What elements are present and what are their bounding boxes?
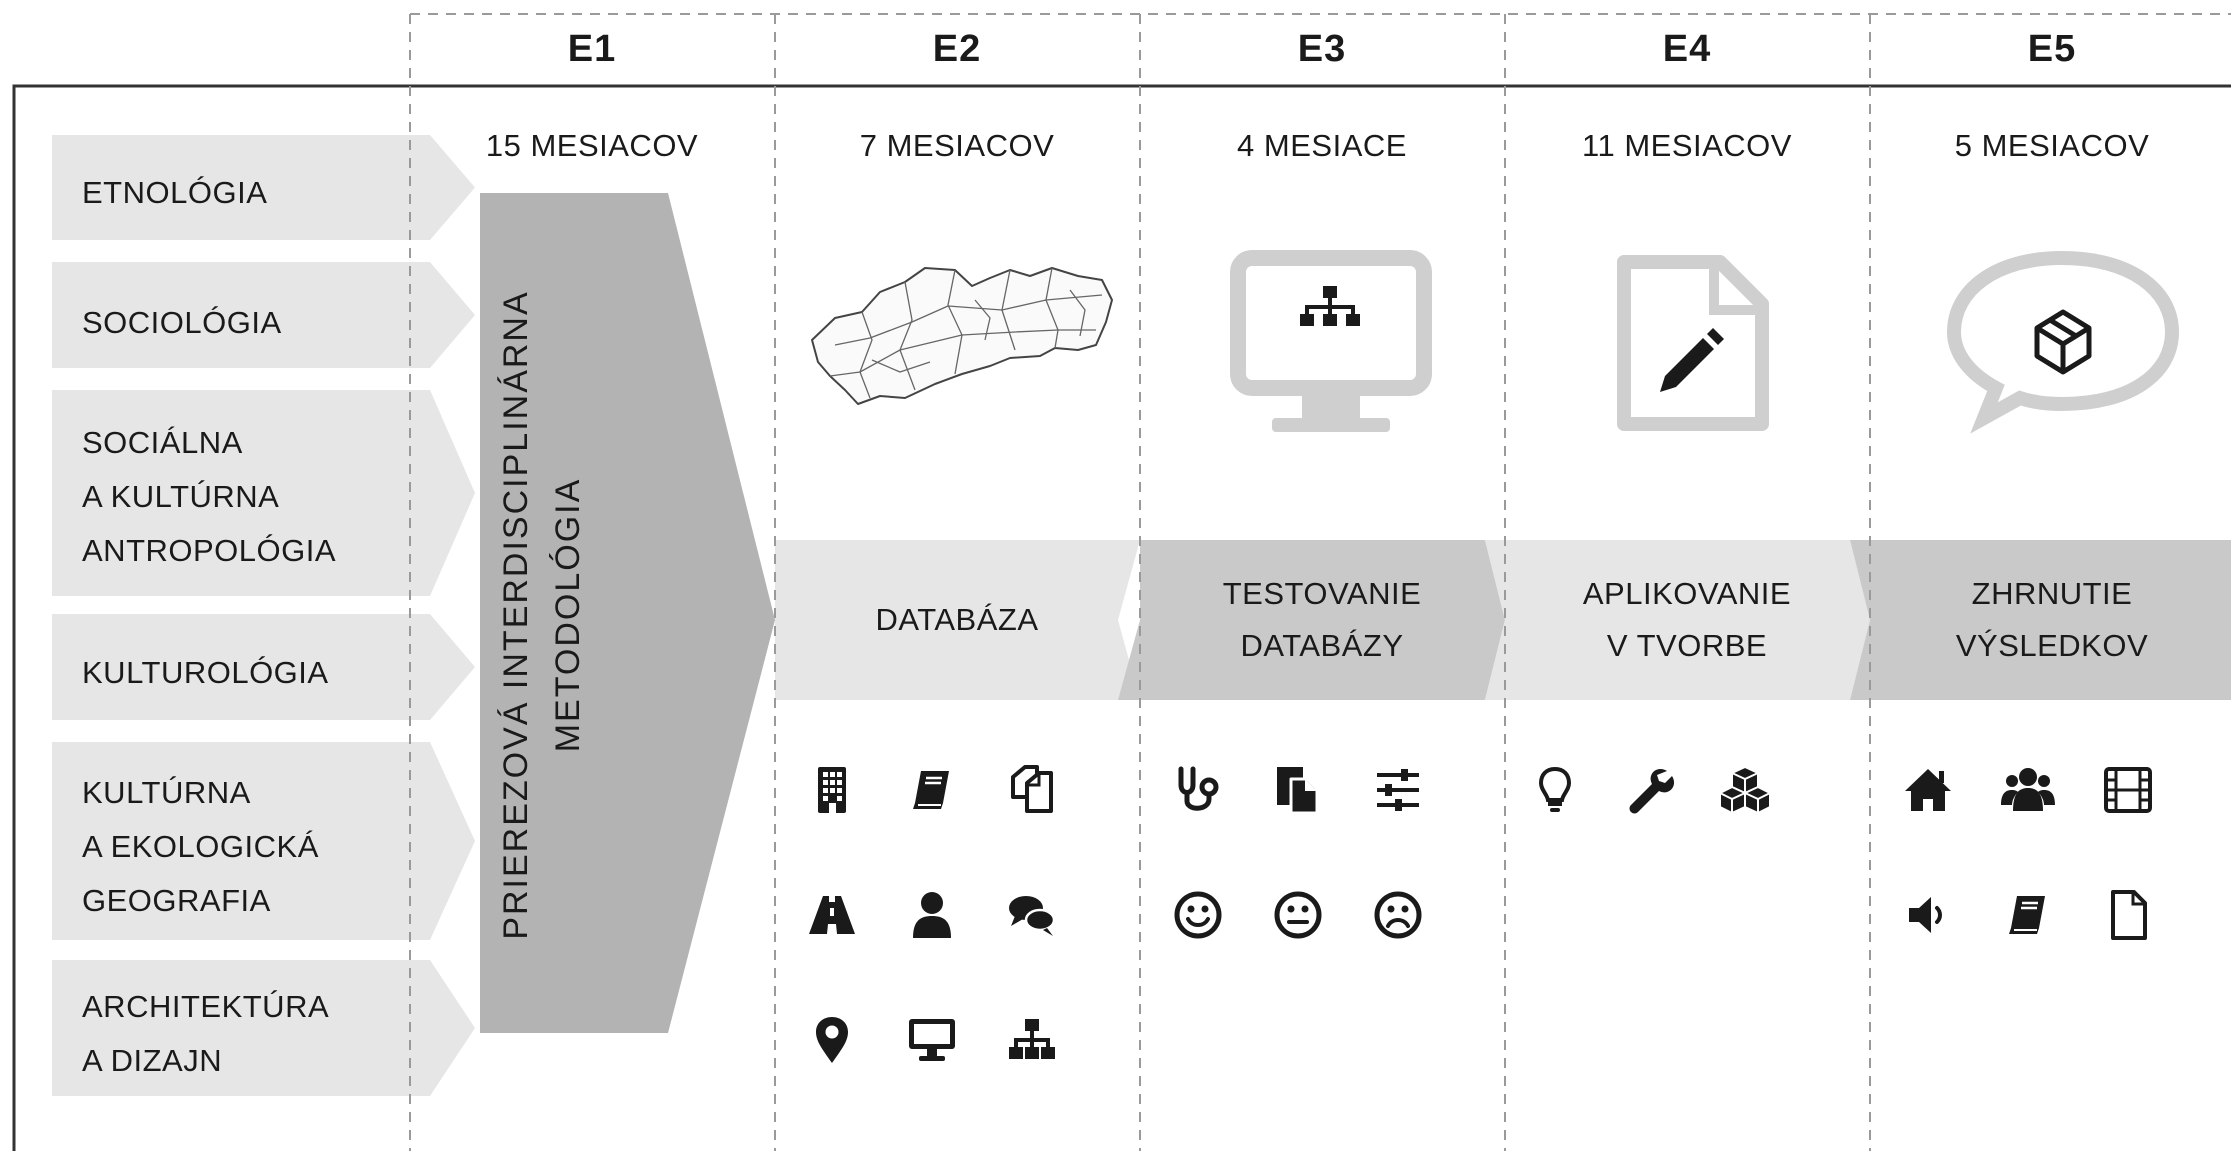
file-icon [2101, 888, 2155, 942]
phase-header-e4: E4 [1662, 28, 1712, 70]
home-icon [1901, 763, 1955, 817]
book-icon [905, 763, 959, 817]
document-pencil-graphic [1617, 255, 1769, 431]
discipline-arrow-2 [52, 390, 475, 596]
discipline-architecture-design: ARCHITEKTÚRA A DIZAJN [52, 980, 472, 1088]
film-icon [2101, 763, 2155, 817]
discipline-sociology: SOCIOLÓGIA [52, 296, 472, 350]
band-label-e4: APLIKOVANIE V TVORBE [1582, 576, 1792, 663]
discipline-arrow-0 [52, 135, 475, 240]
discipline-line: GEOGRAFIA [82, 883, 271, 918]
discipline-arrow-5 [52, 960, 475, 1096]
methodology-arrow [480, 193, 775, 1033]
users-icon [2001, 763, 2055, 817]
discipline-line: A EKOLOGICKÁ [82, 829, 319, 864]
smile-icon [1171, 888, 1225, 942]
frame-border [12, 84, 2231, 1151]
discipline-arrows [52, 135, 475, 1096]
discipline-line: ANTROPOLÓGIA [82, 533, 337, 568]
discipline-line: ARCHITEKTÚRA [82, 989, 330, 1024]
neutral-face-icon [1271, 888, 1325, 942]
building-icon [805, 763, 859, 817]
files-icon [1005, 763, 1059, 817]
cubes-icon [1718, 763, 1772, 817]
speech-bubble-graphic [1946, 250, 2180, 434]
phase-header-e5: E5 [2027, 28, 2077, 70]
book-icon [2001, 888, 2055, 942]
discipline-culturology: KULTUROLÓGIA [52, 646, 472, 700]
frown-icon [1371, 888, 1425, 942]
band-segment-e3 [1118, 540, 1505, 700]
band-label-e2: DATABÁZA [875, 602, 1039, 637]
methodology-label: PRIEREZOVÁ INTERDISCIPLINÁRNA METODOLÓGI… [490, 195, 630, 1035]
discipline-cultural-ecological-geography: KULTÚRNA A EKOLOGICKÁ GEOGRAFIA [52, 766, 472, 928]
phase-duration-e1: 15 MESIACOV [485, 128, 699, 163]
discipline-line: A DIZAJN [82, 1043, 223, 1078]
discipline-line: KULTUROLÓGIA [82, 655, 329, 690]
road-icon [805, 888, 859, 942]
phase-duration-e4: 11 MESIACOV [1582, 128, 1792, 163]
comments-icon [1005, 888, 1059, 942]
desktop-icon [905, 1013, 959, 1067]
phase-header-e3: E3 [1297, 28, 1347, 70]
phase-separators [409, 14, 1871, 1151]
band-label-e5: ZHRNUTIE VÝSLEDKOV [1955, 576, 2149, 663]
band-segment-e2 [775, 540, 1140, 700]
discipline-ethnology: ETNOLÓGIA [52, 166, 472, 220]
monitor-sitemap-graphic [1230, 250, 1432, 432]
file-copy-icon [1271, 763, 1325, 817]
band-label-e3: TESTOVANIE DATABÁZY [1222, 576, 1422, 663]
user-icon [905, 888, 959, 942]
discipline-arrow-3 [52, 614, 475, 720]
discipline-line: ETNOLÓGIA [82, 175, 268, 210]
volume-icon [1901, 888, 1955, 942]
sitemap-icon [1005, 1013, 1059, 1067]
lightbulb-icon [1528, 763, 1582, 817]
discipline-line: SOCIOLÓGIA [82, 305, 282, 340]
discipline-social-cultural-anthropology: SOCIÁLNA A KULTÚRNA ANTROPOLÓGIA [52, 416, 472, 578]
phase-header-e2: E2 [932, 28, 982, 70]
discipline-arrow-4 [52, 742, 475, 940]
discipline-line: SOCIÁLNA [82, 425, 243, 460]
map-marker-icon [805, 1013, 859, 1067]
phase-duration-e2: 7 MESIACOV [859, 128, 1055, 163]
wrench-icon [1623, 763, 1677, 817]
discipline-arrow-1 [52, 262, 475, 368]
phase-duration-e3: 4 MESIACE [1237, 128, 1407, 163]
stethoscope-icon [1171, 763, 1225, 817]
discipline-line: KULTÚRNA [82, 775, 251, 810]
phase-duration-e5: 5 MESIACOV [1954, 128, 2150, 163]
band-segment-e5 [1850, 540, 2231, 700]
phase-header-e1: E1 [567, 28, 617, 70]
slovakia-map [811, 267, 1113, 405]
band-segment-e4 [1485, 540, 1870, 700]
discipline-line: A KULTÚRNA [82, 479, 280, 514]
methodology-line-2: METODOLÓGIA [549, 477, 587, 753]
sliders-icon [1371, 763, 1425, 817]
methodology-line-1: PRIEREZOVÁ INTERDISCIPLINÁRNA [497, 290, 535, 940]
